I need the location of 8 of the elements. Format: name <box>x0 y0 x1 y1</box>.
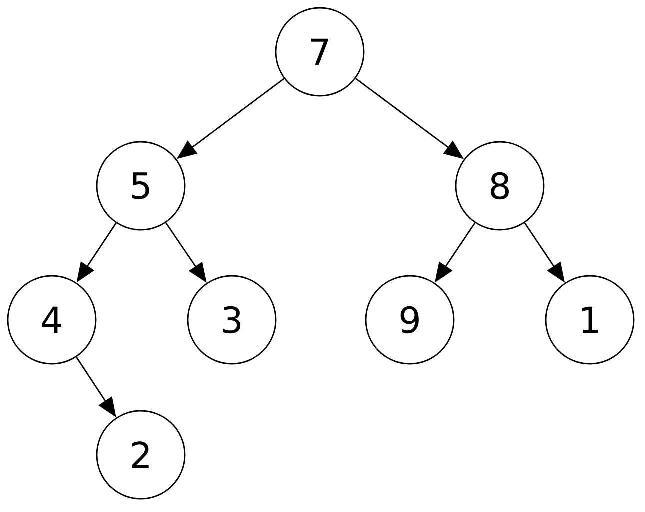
tree-node: 8 <box>455 141 545 231</box>
tree-node: 9 <box>365 275 455 365</box>
tree-node: 2 <box>96 410 186 500</box>
tree-node: 3 <box>187 275 277 365</box>
tree-node: 4 <box>7 275 97 365</box>
tree-node: 1 <box>545 275 635 365</box>
tree-node: 7 <box>275 7 365 97</box>
tree-node: 5 <box>96 141 186 231</box>
